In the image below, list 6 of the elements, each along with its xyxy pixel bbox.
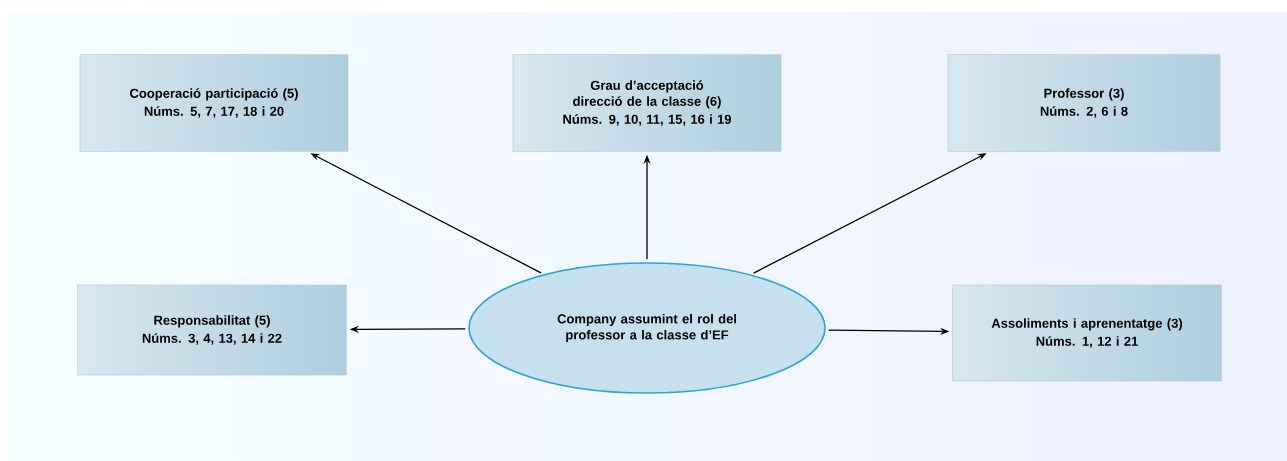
text-box: Assoliments i aprenentatge (3) Núms. 1, 12 i 21 bbox=[952, 284, 1222, 382]
ellipse-node: Company assumint el rol del professor a la classe d’EF bbox=[468, 262, 826, 394]
text-box: Grau d’acceptació direcció de la classe (6) Núms. 9, 10, 11, 15, 16 i 19 bbox=[512, 54, 782, 152]
text-box: Responsabilitat (5) Núms. 3, 4, 13, 14 i 22 bbox=[77, 284, 347, 376]
text-box: Professor (3) Núms. 2, 6 i 8 bbox=[947, 54, 1221, 152]
text-box: Cooperació participació (5) Núms. 5, 7, 17, 18 i 20 bbox=[79, 54, 349, 152]
